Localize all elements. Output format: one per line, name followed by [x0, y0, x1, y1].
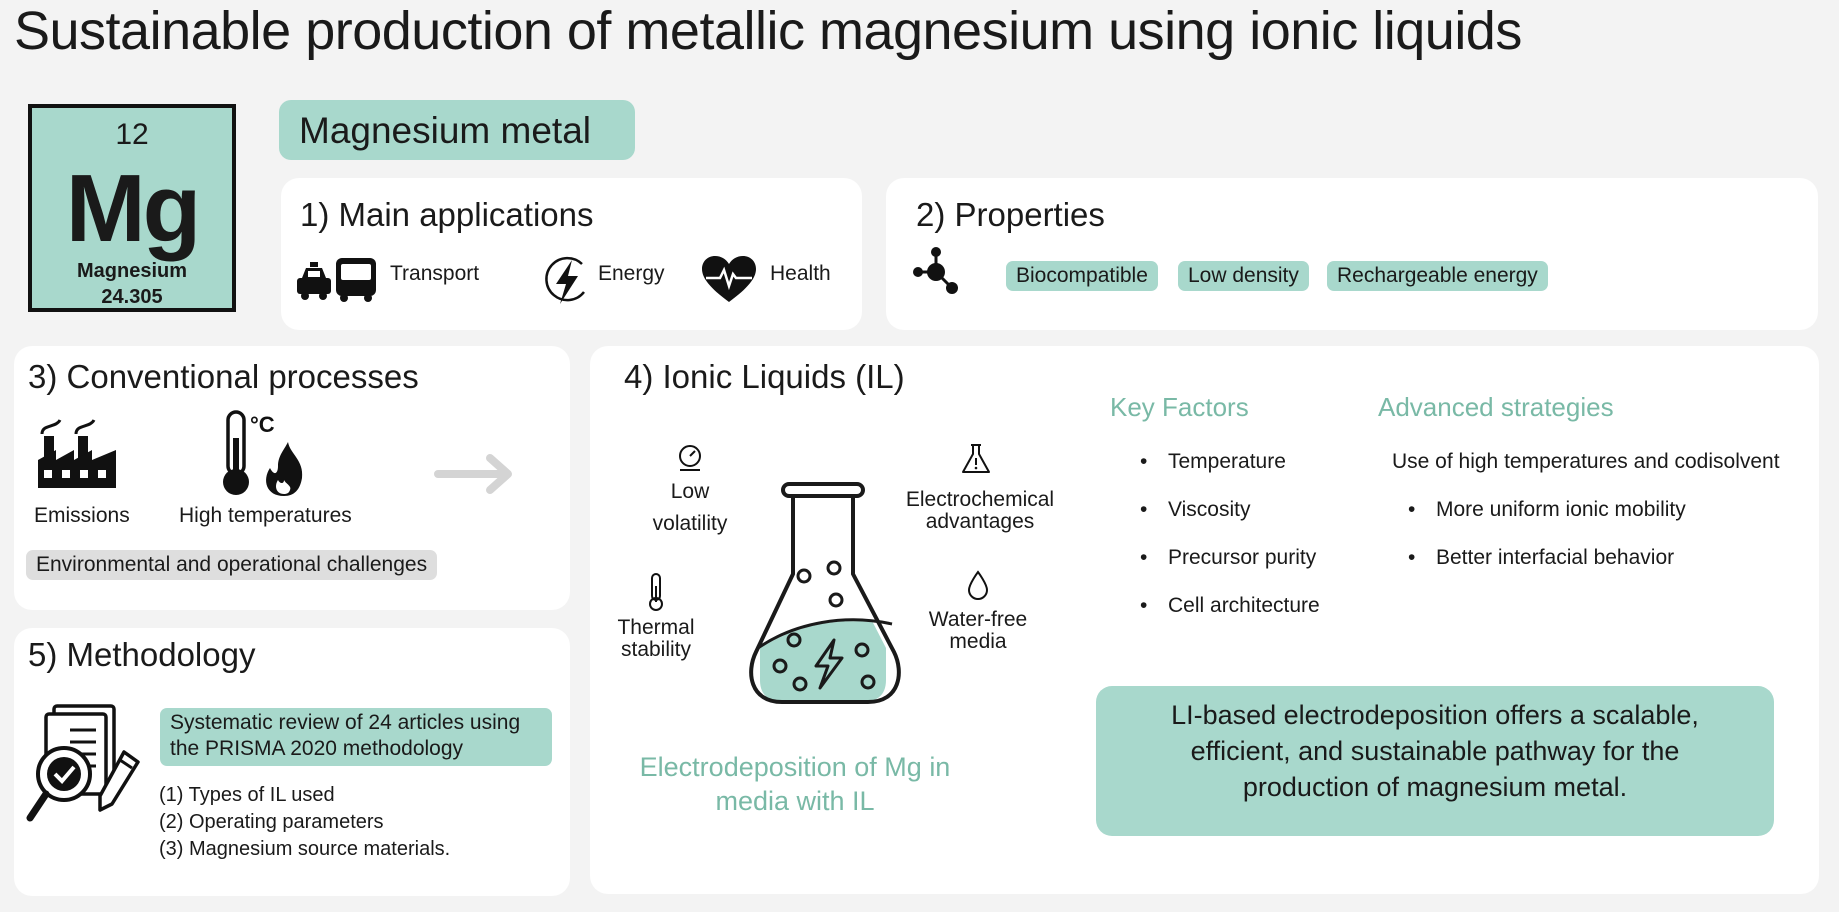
- thermometer-fire-icon: °C: [223, 410, 303, 496]
- key-factor-temperature: Temperature: [1130, 450, 1320, 498]
- conclusion-box: LI-based electrodeposition offers a scal…: [1096, 686, 1774, 836]
- key-factor-cell-architecture: Cell architecture: [1130, 594, 1320, 642]
- thermal-line-1: Thermal: [617, 616, 695, 639]
- electrochemical-line-1: Electrochemical: [905, 488, 1055, 511]
- magnesium-metal-tag: Magnesium metal: [279, 100, 635, 160]
- property-chip-low-density: Low density: [1178, 261, 1309, 291]
- transport-label: Transport: [390, 262, 480, 285]
- methodology-item-3: (3) Magnesium source materials.: [159, 838, 451, 860]
- high-temperatures-label: High temperatures: [179, 504, 352, 527]
- conclusion-line-1: LI-based electrodeposition offers a scal…: [1171, 700, 1699, 730]
- review-line-2: the PRISMA 2020 methodology: [170, 737, 464, 760]
- erlenmeyer-flask-icon: [749, 482, 901, 704]
- conventional-card: 3) Conventional processes Emissions °C H…: [14, 346, 570, 610]
- conclusion-line-3: production of magnesium metal.: [1242, 772, 1628, 802]
- advanced-intro: Use of high temperatures and codisolvent: [1392, 450, 1780, 473]
- factory-icon: [38, 419, 116, 488]
- applications-card: 1) Main applications Transport Energy He…: [281, 178, 862, 330]
- low-volatility-line-1: Low: [670, 480, 710, 503]
- methodology-item-2: (2) Operating parameters: [159, 811, 384, 833]
- key-factor-viscosity: Viscosity: [1130, 498, 1320, 546]
- atomic-number: 12: [115, 118, 149, 151]
- advanced-item-interfacial-behavior: Better interfacial behavior: [1398, 546, 1686, 594]
- key-factor-precursor-purity: Precursor purity: [1130, 546, 1320, 594]
- emissions-label: Emissions: [34, 504, 130, 527]
- thermal-line-2: stability: [620, 638, 692, 661]
- advanced-item-ionic-mobility: More uniform ionic mobility: [1398, 498, 1686, 546]
- thermometer-icon: [649, 573, 663, 611]
- droplet-icon: [967, 570, 989, 600]
- magnesium-metal-label: Magnesium metal: [299, 110, 592, 151]
- methodology-item-1: (1) Types of IL used: [159, 784, 335, 806]
- applications-heading: 1) Main applications: [300, 196, 594, 233]
- flask-warning-icon: [962, 444, 990, 473]
- checklist-magnifier-icon: [26, 704, 140, 822]
- properties-card: 2) Properties Biocompatible Low density …: [886, 178, 1818, 330]
- energy-label: Energy: [598, 262, 665, 285]
- water-free-line-1: Water-free: [928, 608, 1028, 631]
- transport-icon: [297, 258, 376, 302]
- water-free-line-2: media: [949, 630, 1007, 653]
- property-chip-biocompatible: Biocompatible: [1006, 261, 1158, 291]
- element-name: Magnesium: [76, 260, 188, 282]
- ionic-liquids-card: 4) Ionic Liquids (IL) Low volatility Ele…: [590, 346, 1819, 894]
- health-label: Health: [770, 262, 831, 285]
- gauge-icon: [679, 445, 701, 471]
- arrow-right-icon: [434, 454, 512, 494]
- health-icon: [702, 256, 756, 302]
- electrodeposition-line-1: Electrodeposition of Mg in: [639, 752, 951, 782]
- element-symbol: Mg: [65, 155, 202, 262]
- energy-icon: [545, 256, 585, 304]
- electrodeposition-line-2: media with IL: [715, 786, 875, 816]
- molecule-icon: [913, 247, 958, 294]
- review-chip: Systematic review of 24 articles using t…: [160, 708, 552, 766]
- svg-text:°C: °C: [250, 412, 275, 437]
- conclusion-line-2: efficient, and sustainable pathway for t…: [1190, 736, 1680, 766]
- methodology-heading: 5) Methodology: [28, 636, 256, 673]
- review-line-1: Systematic review of 24 articles using: [170, 711, 521, 734]
- conventional-heading: 3) Conventional processes: [28, 358, 419, 395]
- ionic-heading: 4) Ionic Liquids (IL): [624, 358, 905, 395]
- key-factors-heading: Key Factors: [1110, 392, 1249, 422]
- challenge-chip: Environmental and operational challenges: [26, 550, 438, 580]
- low-volatility-line-2: volatility: [652, 512, 728, 535]
- key-factors-list: Temperature Viscosity Precursor purity C…: [1130, 450, 1320, 642]
- electrochemical-line-2: advantages: [925, 510, 1035, 533]
- atomic-mass: 24.305: [101, 286, 163, 308]
- methodology-card: 5) Methodology Systematic review of 24 a…: [14, 628, 570, 896]
- properties-heading: 2) Properties: [916, 196, 1105, 233]
- element-tile: 12 Mg Magnesium 24.305: [28, 104, 236, 312]
- property-chip-rechargeable-energy: Rechargeable energy: [1327, 261, 1548, 291]
- page-title: Sustainable production of metallic magne…: [14, 1, 1522, 61]
- advanced-list: More uniform ionic mobility Better inter…: [1398, 498, 1686, 594]
- advanced-strategies-heading: Advanced strategies: [1378, 392, 1614, 422]
